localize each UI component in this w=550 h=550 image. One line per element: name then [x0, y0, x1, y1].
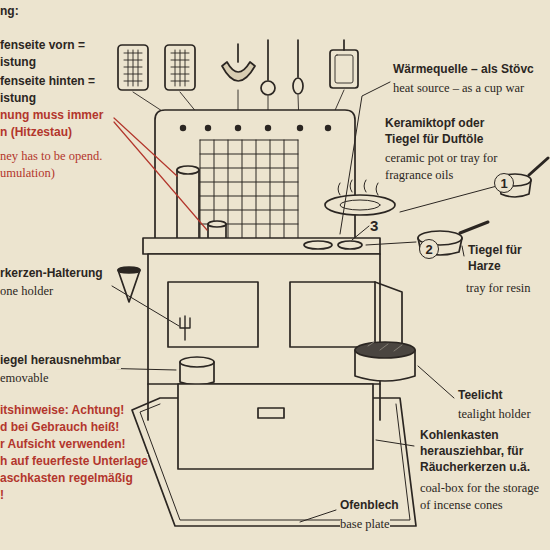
stove-drawing-rect: [258, 408, 284, 418]
part-label: Keramiktopf oder Tiegel für Duftöle: [385, 116, 505, 148]
stove-drawing-rect: [148, 254, 380, 384]
warning-text: itshinweise: Achtung!: [0, 403, 124, 419]
english-label: base plate: [340, 516, 390, 533]
stove-drawing-rect: [330, 50, 358, 88]
stove-drawing-ellipse: [340, 200, 380, 210]
stove-drawing-rect: [118, 45, 148, 90]
stove-drawing-path: [237, 44, 239, 62]
stove-drawing-ellipse: [293, 78, 303, 94]
stove-drawing-path: [200, 140, 298, 238]
part-label: Teelicht: [458, 388, 502, 404]
stove-drawing-ellipse: [177, 166, 199, 174]
english-label: tealight holder: [458, 406, 531, 423]
stove-drawing-path: [343, 40, 345, 50]
stove-drawing-rect: [178, 384, 373, 469]
stove-drawing-path: [222, 62, 255, 81]
stove-drawing-ellipse: [304, 241, 332, 249]
warning-text: aschkasten regelmäßig: [0, 471, 133, 487]
english-label: heat source – as a cup war: [393, 80, 524, 97]
stove-drawing-path: [114, 118, 207, 230]
stove-drawing-circle: [235, 125, 241, 131]
callout-number: 3: [370, 216, 378, 236]
stove-drawing-path: [171, 50, 189, 86]
stove-drawing-path: [124, 50, 142, 86]
stove-drawing-path: [338, 180, 378, 195]
warning-text: !: [0, 488, 4, 504]
stove-drawing-path: [112, 286, 179, 326]
callout-circle: 1: [494, 173, 514, 193]
stove-drawing-path: [462, 246, 464, 256]
part-label: Wärmequelle – als Stövc: [393, 62, 534, 78]
stove-drawing-ellipse: [325, 195, 395, 215]
stove-drawing-rect: [168, 282, 258, 347]
stove-drawing-path: [340, 82, 390, 234]
stove-drawing-ellipse: [118, 267, 140, 273]
stove-drawing-circle: [261, 81, 275, 95]
english-label: emovable: [0, 370, 49, 387]
stove-drawing-circle: [265, 125, 271, 131]
stove-drawing-rect: [165, 45, 195, 90]
stove-drawing-ellipse: [355, 342, 415, 358]
part-label: fenseite hinten =: [0, 74, 95, 90]
stove-drawing-ellipse: [180, 357, 214, 367]
warning-text: nung muss immer: [0, 108, 103, 124]
part-label: Tiegel für Harze: [468, 243, 530, 275]
part-label: istung: [0, 91, 36, 107]
stove-drawing-path: [118, 270, 140, 302]
stove-drawing-path: [300, 510, 336, 522]
english-label: tray for resin: [466, 280, 531, 297]
stove-drawing-path: [529, 158, 548, 175]
english-label: one holder: [0, 283, 53, 300]
warning-text: h auf feuerfeste Unterlage: [0, 454, 148, 470]
stove-drawing-path: [297, 40, 299, 77]
stove-drawing-path: [155, 110, 355, 240]
stove-drawing-path: [180, 316, 190, 340]
part-label: iegel herausnehmbar: [0, 353, 121, 369]
stove-drawing-rect: [177, 170, 199, 240]
stove-drawing-path: [418, 366, 454, 398]
stove-drawing-path: [368, 342, 402, 351]
stove-drawing-rect: [290, 282, 375, 347]
part-label: Ofenblech: [340, 498, 399, 514]
stove-drawing-path: [148, 384, 380, 420]
part-label: istung: [0, 55, 36, 71]
callout-circle: 2: [419, 239, 439, 259]
stove-drawing-circle: [180, 125, 186, 131]
callout-number: 1: [500, 177, 507, 190]
part-label: fenseite vorn =: [0, 38, 85, 54]
callout-number: 2: [425, 243, 432, 256]
stove-drawing-ellipse: [208, 221, 226, 227]
part-label: rkerzen-Halterung: [0, 266, 103, 282]
warning-text: d bei Gebrauch heiß!: [0, 420, 119, 436]
part-label: Kohlenkasten herausziehbar, für Räucherk…: [420, 428, 550, 475]
warning-text: n (Hitzestau): [0, 125, 72, 141]
stove-drawing-path: [460, 222, 488, 233]
stove-drawing-circle: [325, 125, 331, 131]
stove-drawing-path: [352, 186, 497, 245]
stove-drawing-circle: [297, 125, 303, 131]
english-label: coal-box for the storage of incense cone…: [420, 480, 545, 513]
stove-drawing-circle: [205, 125, 211, 131]
stove-drawing-rect: [335, 55, 353, 83]
english-label: ceramic pot or tray for fragrance oils: [385, 150, 500, 183]
stove-drawing-path: [376, 440, 414, 446]
stove-drawing-path: [267, 40, 269, 80]
stove-drawing-ellipse: [338, 241, 362, 249]
stove-drawing-g: [180, 125, 331, 131]
warning-text: umulation): [0, 165, 55, 182]
part-label: ng:: [0, 4, 19, 20]
stove-drawing-rect: [143, 238, 380, 254]
warning-text: r Aufsicht verwenden!: [0, 437, 126, 453]
warning-text: ney has to be opend.: [0, 148, 102, 165]
